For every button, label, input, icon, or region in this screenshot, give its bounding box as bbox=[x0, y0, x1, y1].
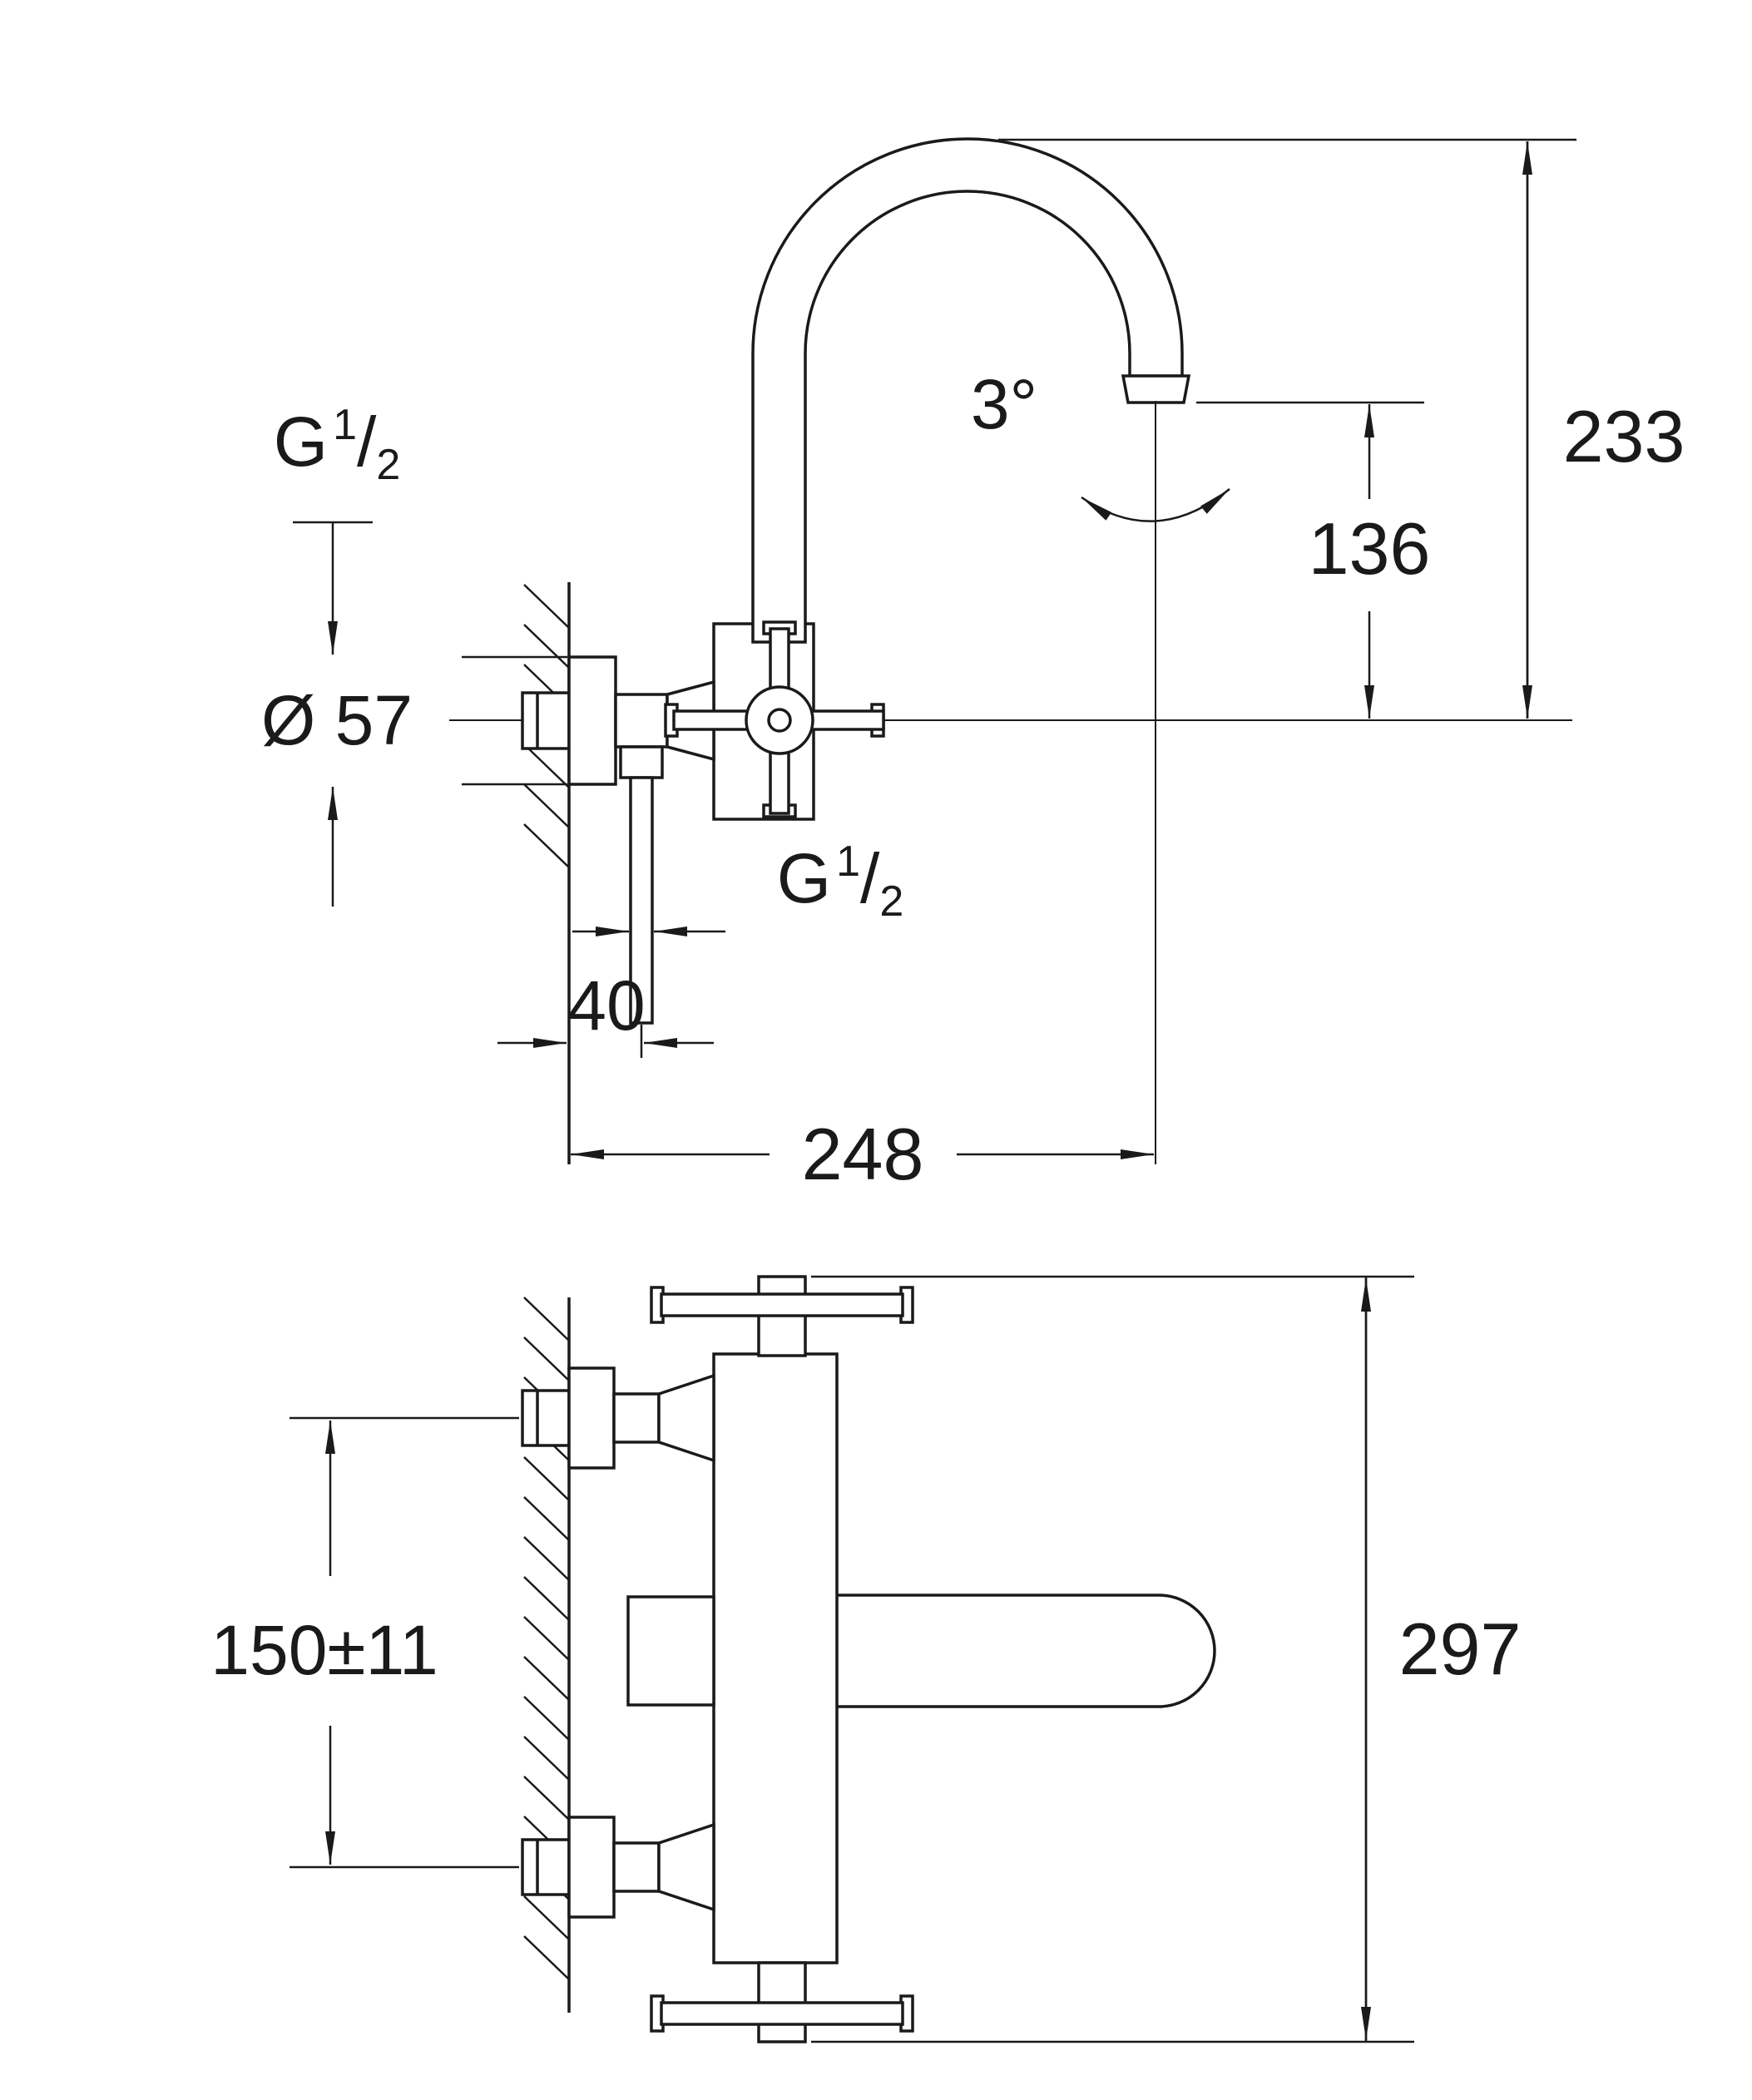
outlet-thread-numerator: 1 bbox=[836, 838, 860, 886]
diverter-knob bbox=[626, 1595, 715, 1707]
bottom-outlet-fitting bbox=[619, 745, 664, 779]
escutcheon-flange bbox=[567, 655, 617, 786]
escutcheon-bottom bbox=[567, 1816, 616, 1919]
dim-outlet-offset: 40 bbox=[497, 966, 714, 1058]
overall-height-label: 233 bbox=[1563, 395, 1685, 477]
outlet-offset-label: 40 bbox=[567, 966, 645, 1045]
swivel-spout bbox=[751, 137, 1184, 644]
union-bottom bbox=[612, 1841, 661, 1893]
inlet-thread-base: G bbox=[274, 403, 328, 481]
dim-spout-height: 136 bbox=[1196, 401, 1431, 719]
handle-hub-screw bbox=[767, 708, 792, 733]
outlet-thread-denominator: 2 bbox=[879, 877, 903, 926]
dim-swivel-angle: 3° bbox=[971, 365, 1230, 1164]
inlet-thread-numerator: 1 bbox=[333, 401, 357, 449]
dim-overall-height: 233 bbox=[998, 138, 1685, 719]
projection-label: 248 bbox=[802, 1113, 924, 1195]
aerator-outlet bbox=[1121, 374, 1191, 404]
bottom-outlet-tube bbox=[629, 776, 654, 1025]
valve-body-plan bbox=[712, 1352, 839, 1964]
inlet-nipple bbox=[521, 691, 571, 750]
dim-projection: 248 bbox=[571, 1113, 1154, 1195]
swivel-arc-left bbox=[1081, 496, 1156, 522]
outlet-thread-slash: / bbox=[860, 839, 880, 917]
inlet-thread-denominator: 2 bbox=[376, 441, 400, 489]
handle-bar-bottom bbox=[660, 2001, 904, 2026]
union-top bbox=[612, 1392, 661, 1444]
dim-overall-width: 297 bbox=[811, 1275, 1522, 2043]
spout-height-label: 136 bbox=[1309, 507, 1431, 590]
escutcheon-top bbox=[567, 1366, 616, 1470]
union-connector bbox=[614, 693, 669, 749]
swivel-angle-label: 3° bbox=[971, 365, 1037, 443]
dim-flange-diameter: Ø 57 bbox=[261, 655, 567, 907]
handle-bar-top bbox=[660, 1292, 904, 1317]
body-cone-top bbox=[657, 1373, 715, 1463]
swivel-arc-right bbox=[1155, 488, 1230, 522]
inlet-nipple-bottom bbox=[521, 1838, 571, 1896]
body-cone-bottom bbox=[657, 1822, 715, 1912]
outlet-thread-base: G bbox=[777, 839, 831, 917]
overall-width-label: 297 bbox=[1399, 1608, 1522, 1690]
inlet-distance-label: 150±11 bbox=[210, 1611, 438, 1689]
flange-diameter-label: Ø 57 bbox=[261, 681, 413, 759]
dim-inlet-distance: 150±11 bbox=[210, 1416, 519, 1869]
inlet-thread-slash: / bbox=[357, 403, 377, 481]
inlet-nipple-top bbox=[521, 1389, 571, 1447]
plan-view: 150±11 297 bbox=[210, 1275, 1522, 2043]
